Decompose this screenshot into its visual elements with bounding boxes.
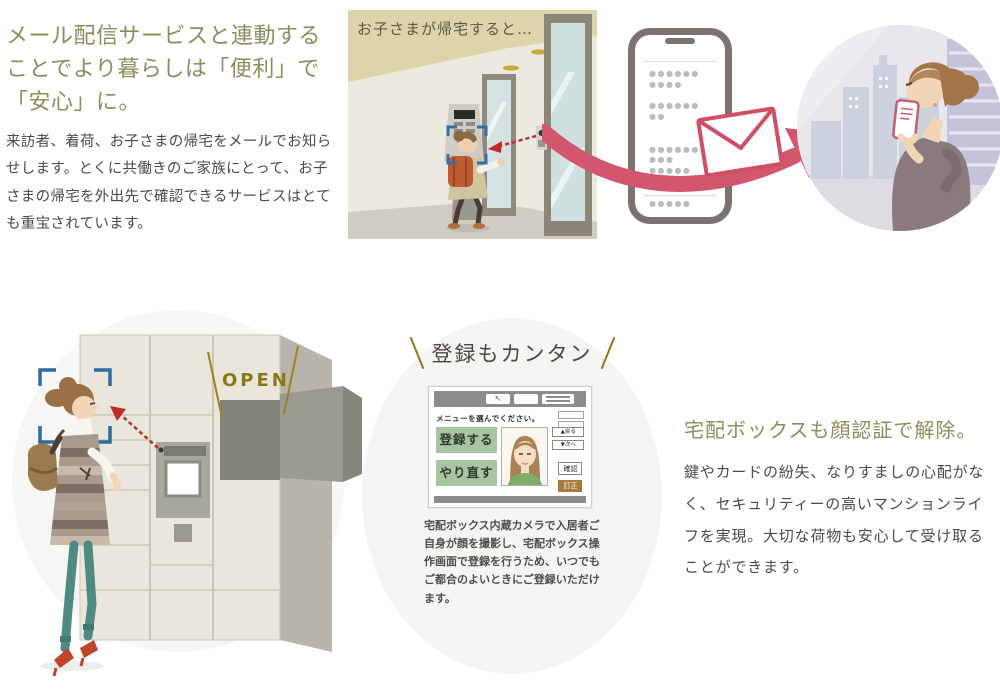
woman-with-phone-graphic: [797, 25, 1000, 231]
emphasis-slash-icon: [409, 336, 424, 370]
handbag-icon: [27, 443, 58, 491]
screen-back-button: ▲戻る: [552, 427, 584, 437]
unlock-body: 鍵やカードの紛失、なりすましの心配がなく、セキュリティーの高いマンションライフを…: [684, 463, 985, 577]
captured-face-photo: [501, 427, 549, 486]
operation-screen-mockup: ↖ メニューを選んでください。 登録する やり直す: [428, 386, 592, 508]
back-arrow-icon: ↖: [486, 394, 510, 404]
blank-button: [514, 394, 538, 404]
easy-registration-caption: 宅配ボックス内蔵カメラで入居者ご自身が顔を撮影し、宅配ボックス操作画面で登録を行…: [424, 519, 600, 605]
entrance-caption: お子さまが帰宅すると…: [357, 20, 534, 38]
input-slot: [558, 411, 584, 419]
entrance-illustration: お子さまが帰宅すると…: [348, 10, 597, 239]
woman-with-phone-circle: [797, 25, 1000, 231]
unlock-section: 宅配ボックスも顔認証で解除。 鍵やカードの紛失、なりすましの心配がなく、セキュリ…: [684, 414, 998, 584]
camera-detection-arrow-icon: [488, 134, 537, 153]
phone-separator: [643, 61, 717, 62]
menu-lines-icon: [542, 394, 574, 404]
phone-separator: [643, 195, 717, 196]
open-compartment: [220, 400, 280, 480]
open-emphasis-lines: [207, 345, 299, 419]
intro-section: メール配信サービスと連動することでより暮らしは「便利」で「安心」に。 来訪者、着…: [6, 20, 336, 238]
easy-registration-label: 登録もカンタン: [362, 336, 662, 370]
mail-envelope-icon: [696, 106, 784, 178]
emphasis-slash-icon: [600, 336, 615, 370]
control-panel: [156, 442, 210, 542]
resident-woman-figure: [27, 377, 121, 677]
face-detection-frame-icon: [446, 125, 488, 165]
unlock-heading: 宅配ボックスも顔認証で解除。: [684, 418, 978, 442]
screen-next-button: ▼次へ: [552, 440, 584, 450]
mockup-topbar: ↖: [434, 391, 586, 407]
open-label: OPEN: [222, 370, 290, 391]
woman-figure: [892, 62, 979, 231]
mockup-bottombar: [434, 496, 586, 503]
intro-heading: メール配信サービスと連動することでより暮らしは「便利」で「安心」に。: [6, 24, 322, 115]
camera-detection-arrow-icon: [110, 406, 159, 449]
confirm-button: 確認: [558, 462, 583, 475]
intro-body: 来訪者、着荷、お子さまの帰宅をメールでお知らせします。とくに共働きのご家族にとっ…: [6, 134, 332, 232]
panel-camera-icon: [158, 447, 164, 453]
redo-button: やり直す: [436, 460, 498, 486]
correct-button: 訂正: [558, 480, 583, 492]
register-button: 登録する: [436, 427, 498, 453]
face-detection-frame-icon: [38, 368, 112, 444]
entrance-scene-graphic: [348, 10, 597, 239]
phone-notch: [665, 38, 695, 44]
screen-prompt: メニューを選んでください。: [436, 414, 540, 423]
delivery-box-illustration: OPEN: [27, 334, 362, 677]
